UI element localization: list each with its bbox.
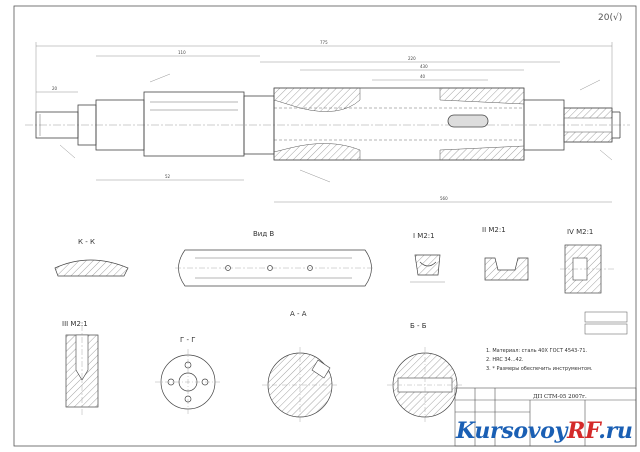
section-k-k [54, 259, 129, 277]
leader-lines [59, 73, 613, 183]
detail-iii [65, 325, 99, 415]
dim-7: 40 [420, 74, 426, 79]
label-view-v: Вид В [253, 230, 275, 238]
dim-3: 430 [420, 64, 428, 69]
note-2: 2. HRC 34...42. [486, 357, 524, 363]
label-detail-iv: IV М2:1 [567, 228, 594, 236]
watermark-part2: RF [567, 418, 599, 444]
dim-overall: 775 [320, 40, 328, 45]
note-3: 3. * Размеры обеспечить инструментом. [486, 366, 593, 372]
label-a-a: А - А [290, 310, 307, 318]
watermark-part1: Kursovoy [456, 418, 568, 444]
dim-5: 52 [165, 174, 171, 179]
note-1: 1. Материал: сталь 40Х ГОСТ 4543-71. [486, 348, 588, 354]
title-block [454, 387, 637, 447]
dim-6: 20 [52, 86, 58, 91]
shaft-main-view [25, 87, 630, 161]
watermark-logo: KursovoyRF.ru [456, 418, 633, 444]
label-g-g: Г - Г [180, 336, 196, 344]
detail-iv [560, 244, 628, 335]
label-detail-i: I М2:1 [413, 232, 435, 240]
main-dimension-lines [35, 42, 613, 203]
dim-1: 110 [178, 50, 186, 55]
label-k-k: К - К [78, 238, 95, 246]
sheet-frame [13, 5, 637, 447]
section-a-a [262, 347, 338, 423]
label-b-b: Б - Б [410, 322, 427, 330]
section-g-g [155, 349, 221, 415]
label-detail-iii: III М2:1 [62, 320, 88, 328]
roughness-mark: 20(√) [598, 13, 623, 23]
dim-2: 220 [408, 56, 416, 61]
main-view-hatching [273, 87, 613, 161]
detail-ii-upper [484, 257, 529, 281]
watermark-part3: .ru [598, 418, 633, 444]
title-block-code: ДП СТМ-05 2007г. [533, 394, 587, 400]
detail-i [410, 254, 445, 283]
label-detail-ii: II М2:1 [482, 226, 506, 234]
dim-4: 560 [440, 196, 448, 201]
section-b-b [387, 347, 463, 423]
view-v [175, 249, 375, 287]
